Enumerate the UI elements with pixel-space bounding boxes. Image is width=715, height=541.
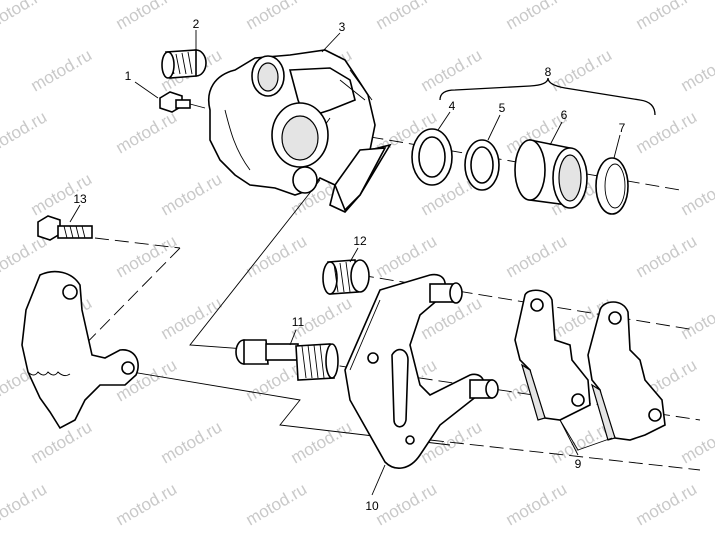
watermark-text: motod.ru [633,479,701,529]
watermark-text: motod.ru [113,479,181,529]
callout-8: 8 [545,65,552,79]
watermark-text: motod.ru [158,417,226,467]
watermark-text: motod.ru [633,107,701,157]
seal-ring-5 [465,140,499,190]
pin-12 [323,260,369,294]
callout-4: 4 [449,99,456,113]
callout-10: 10 [365,499,379,513]
watermark-text: motod.ru [0,107,50,157]
watermark-text: motod.ru [503,0,571,33]
watermark-text: motod.ru [418,45,486,95]
bolt-13 [38,216,92,240]
watermark-text: motod.ru [113,0,181,33]
watermark-text: motod.ru [678,293,715,343]
watermark-text: motod.ru [373,0,441,33]
watermark-text: motod.ru [373,479,441,529]
callout-7: 7 [619,121,626,135]
watermark-text: motod.ru [158,169,226,219]
piston-insulator-7 [596,158,628,214]
watermark-text: motod.ru [503,479,571,529]
caliper-body [209,50,390,212]
callout-12: 12 [353,234,367,248]
watermark-text: motod.ru [0,0,50,33]
piston-6 [515,140,587,208]
watermark-text: motod.ru [243,479,311,529]
callout-2: 2 [193,17,200,31]
callout-5: 5 [499,101,506,115]
fitting-plug [162,50,206,78]
callout-9: 9 [575,457,582,471]
watermark-text: motod.ru [28,45,96,95]
watermark-text: motod.ru [373,231,441,281]
watermark-text: motod.ru [243,231,311,281]
callout-11: 11 [292,315,305,329]
bleeder-screw [160,92,205,112]
bracket-8 [440,78,655,115]
watermark-text: motod.ru [633,231,701,281]
watermark-text: motod.ru [158,293,226,343]
callout-1: 1 [125,69,132,83]
watermark-text: motod.ru [678,169,715,219]
callout-13: 13 [73,192,87,206]
watermark-text: motod.ru [503,231,571,281]
watermark-text: motod.ru [288,417,356,467]
watermark-text: motod.ru [633,0,701,33]
watermark-text: motod.ru [678,45,715,95]
watermark-text: motod.ru [113,231,181,281]
callout-6: 6 [561,108,568,122]
watermark-text: motod.ru [0,479,50,529]
seal-ring-4 [412,129,452,185]
watermark-text: motod.ru [678,417,715,467]
watermark-text: motod.ru [113,107,181,157]
watermark-text: motod.ru [243,0,311,33]
callout-3: 3 [339,20,346,34]
watermark-text: motod.ru [548,45,616,95]
